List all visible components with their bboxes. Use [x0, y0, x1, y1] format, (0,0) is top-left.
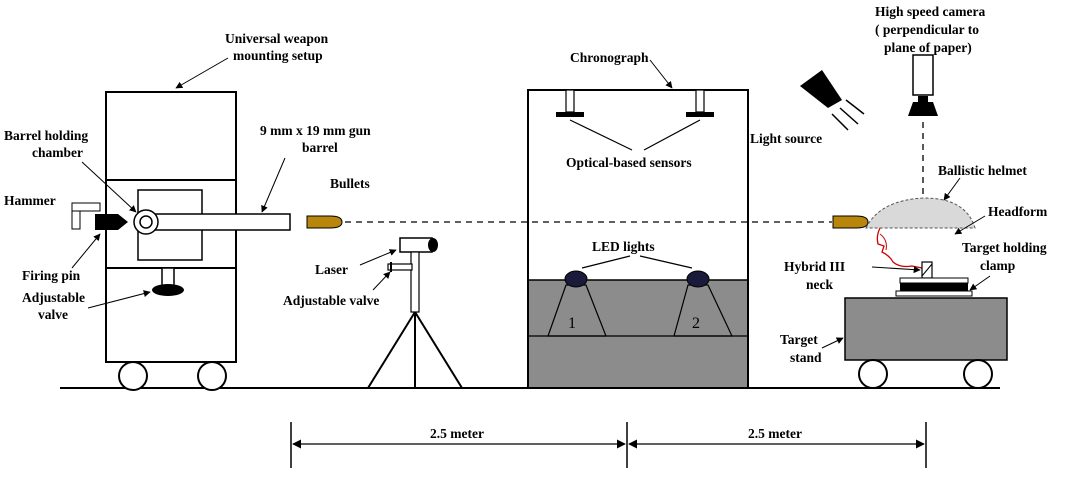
bullet-left: [306, 215, 343, 229]
label-adj-valve-left-2: valve: [38, 307, 68, 322]
label-neck-1: Hybrid III: [784, 259, 845, 274]
label-laser: Laser: [315, 262, 348, 277]
label-led-lights: LED lights: [592, 239, 655, 254]
label-clamp-2: clamp: [980, 258, 1015, 273]
label-camera-3: plane of paper): [884, 40, 972, 55]
label-adj-valve-mid: Adjustable valve: [283, 293, 379, 308]
stand-wheel-right: [963, 359, 993, 389]
chronograph-base: [527, 279, 749, 389]
camera-body: [912, 54, 934, 96]
label-bullets: Bullets: [330, 176, 370, 191]
chronograph-frame: [527, 89, 749, 389]
label-neck-2: neck: [806, 277, 833, 292]
label-adj-valve-left-1: Adjustable: [22, 290, 85, 305]
label-gun-barrel-1: 9 mm x 19 mm gun: [260, 123, 371, 138]
target-assembly: [832, 197, 1008, 389]
label-light-source: Light source: [750, 131, 822, 146]
camera-lens: [908, 102, 938, 116]
chronograph: [527, 89, 749, 389]
bullet-right: [832, 215, 869, 229]
gun-barrel: [142, 213, 291, 231]
label-headform: Headform: [988, 204, 1048, 219]
label-stand-2: stand: [790, 350, 822, 365]
label-dist-right: 2.5 meter: [748, 426, 802, 441]
laser-body: [399, 237, 433, 253]
mount-wheel-right: [197, 361, 227, 391]
label-led-2: 2: [692, 315, 700, 332]
label-hammer: Hammer: [4, 193, 56, 208]
label-barrel-chamber-2: chamber: [32, 145, 83, 160]
adjustable-valve-left: [152, 284, 184, 296]
led-1: [564, 270, 588, 288]
target-stand: [844, 297, 1008, 361]
distance-dimension: [290, 422, 927, 468]
stand-wheel-left: [858, 359, 888, 389]
label-led-1: 1: [568, 315, 576, 332]
arrow-mount: [175, 57, 229, 89]
label-barrel-chamber-1: Barrel holding: [4, 128, 88, 143]
label-gun-barrel-2: barrel: [302, 140, 338, 155]
adjustable-valve-mid: [387, 263, 413, 271]
led-2: [686, 270, 710, 288]
label-firing-pin: Firing pin: [22, 268, 81, 283]
label-mount-1: Universal weapon: [225, 31, 329, 46]
label-stand-1: Target: [780, 332, 818, 347]
high-speed-camera: [908, 54, 938, 195]
headform-outline: [876, 227, 923, 269]
label-camera-1: High speed camera: [875, 4, 985, 19]
label-camera-2: ( perpendicular to: [875, 22, 979, 37]
label-clamp-1: Target holding: [962, 240, 1047, 255]
laser-tripod: [367, 237, 463, 389]
mount-wheel-left: [118, 361, 148, 391]
label-chronograph: Chronograph: [570, 50, 649, 65]
label-optical-sensors: Optical-based sensors: [566, 155, 692, 170]
ballistic-helmet: [865, 197, 976, 229]
label-ballistic-helmet: Ballistic helmet: [938, 163, 1027, 178]
weapon-mount: [71, 91, 291, 391]
hammer-block: [95, 214, 128, 230]
target-clamp: [900, 283, 968, 291]
label-mount-2: mounting setup: [233, 48, 323, 63]
light-source-body: [800, 70, 842, 108]
light-source: [800, 70, 865, 131]
label-dist-left: 2.5 meter: [430, 426, 484, 441]
